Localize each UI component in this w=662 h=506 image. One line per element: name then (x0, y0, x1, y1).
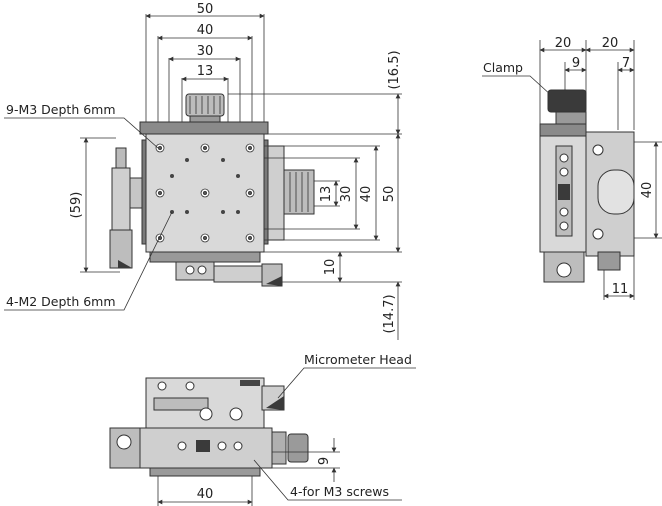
clamp-label: Clamp (483, 60, 523, 75)
dim-16-5-text: (16.5) (387, 50, 402, 89)
micrometer-label: Micrometer Head (304, 352, 412, 367)
front-dim-40: 40 (197, 487, 214, 502)
side-dim-7: 7 (622, 56, 630, 71)
side-dim-11: 11 (612, 282, 629, 297)
dim-r13-text: 13 (319, 186, 334, 203)
side-dim-40: 40 (640, 182, 655, 199)
top-view: 50 40 30 13 (4, 2, 402, 340)
dim-14-7-text: (14.7) (382, 294, 397, 333)
clamp-knob (547, 89, 587, 113)
side-view: 20 20 9 7 Clamp 40 11 (482, 36, 662, 300)
top-knob (185, 93, 225, 117)
m2-holes (170, 158, 240, 214)
dim-13-text: 13 (197, 64, 214, 79)
m3-label: 9-M3 Depth 6mm (6, 102, 116, 117)
dim-50-text: 50 (197, 2, 214, 17)
screws-label: 4-for M3 screws (290, 484, 389, 499)
front-view: Micrometer Head 4-for M3 screws 40 9 (109, 352, 416, 506)
dim-59-text: (59) (69, 192, 84, 219)
dim-r30-text: 30 (339, 186, 354, 203)
dim-30-text: 30 (197, 44, 214, 59)
side-dim-20-left: 20 (555, 36, 572, 51)
dim-40-text: 40 (197, 23, 214, 38)
m3-holes (155, 143, 255, 243)
m2-label: 4-M2 Depth 6mm (6, 294, 116, 309)
front-dim-9: 9 (317, 457, 332, 465)
m2-leader (4, 211, 173, 311)
dim-r10-text: 10 (323, 259, 338, 276)
side-dim-20-right: 20 (602, 36, 619, 51)
side-dim-9: 9 (572, 56, 580, 71)
dim-r50-text: 50 (382, 186, 397, 203)
dim-r40-text: 40 (359, 186, 374, 203)
m3-leader (4, 117, 159, 149)
